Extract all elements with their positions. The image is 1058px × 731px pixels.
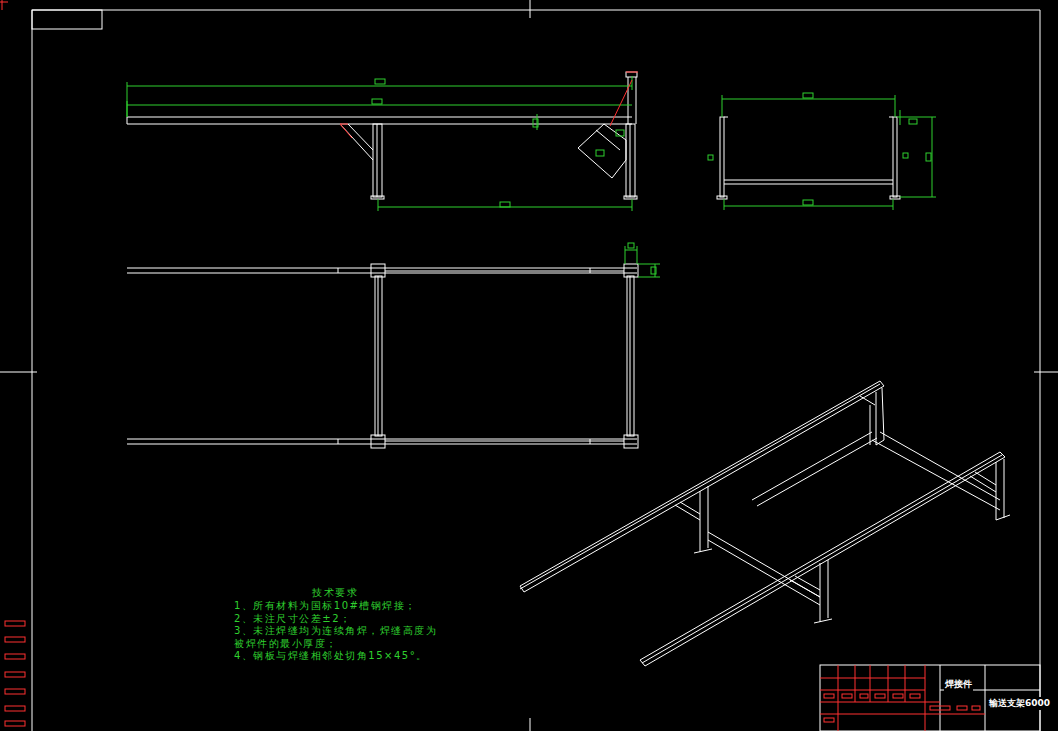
note-line: 4、钢板与焊缝相邻处切角15×45°。 xyxy=(234,649,428,662)
title-block-text: 焊接件 xyxy=(944,678,973,691)
note-line: 1、所有材料为国标10#槽钢焊接； xyxy=(234,599,417,612)
note-line: 2、未注尺寸公差±2； xyxy=(234,612,352,625)
notes-heading: 技术要求 xyxy=(312,586,358,599)
title-block-text: 输送支架6000 xyxy=(988,697,1051,710)
note-line: 3、未注焊缝均为连续角焊，焊缝高度为被焊件的最小厚度； xyxy=(234,624,446,650)
